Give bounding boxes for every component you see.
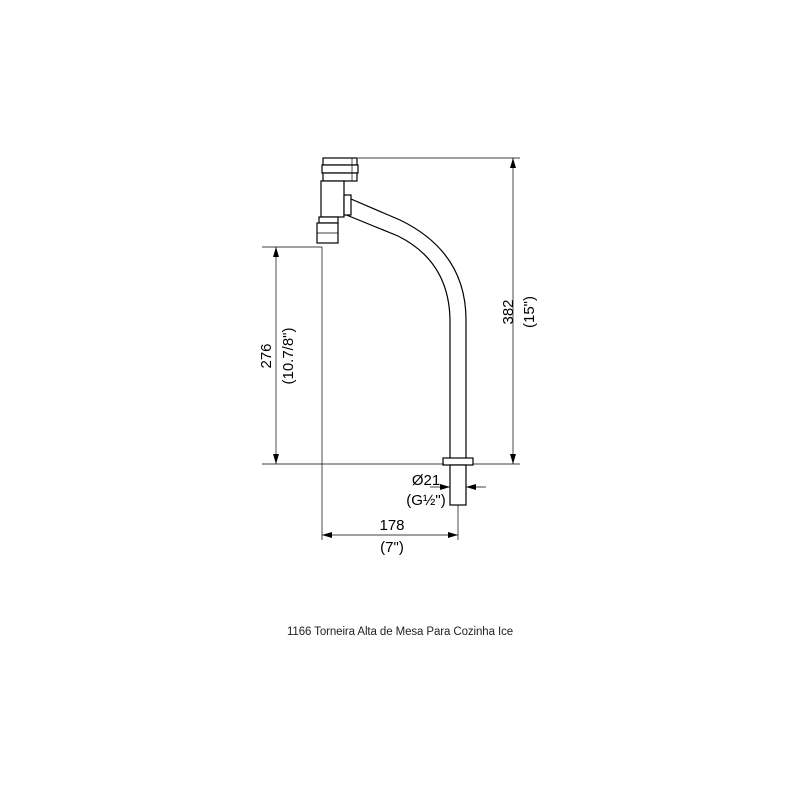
total-height-imperial: (15") (521, 296, 538, 328)
reach-value: 178 (379, 517, 404, 534)
spout-height-value: 276 (258, 343, 275, 368)
dimension-total-height (358, 157, 520, 465)
faucet-outline (316, 157, 474, 506)
reach-imperial: (7") (380, 539, 404, 556)
thread-value: Ø21 (412, 472, 440, 489)
spout-height-imperial: (10.7/8") (280, 327, 297, 384)
dimension-spout-height (262, 246, 444, 465)
thread-imperial: (G½") (406, 492, 446, 509)
dimension-thread-diameter (430, 484, 486, 490)
total-height-value: 382 (500, 299, 517, 324)
product-caption: 1166 Torneira Alta de Mesa Para Cozinha … (286, 626, 514, 638)
dimension-reach (321, 247, 459, 540)
